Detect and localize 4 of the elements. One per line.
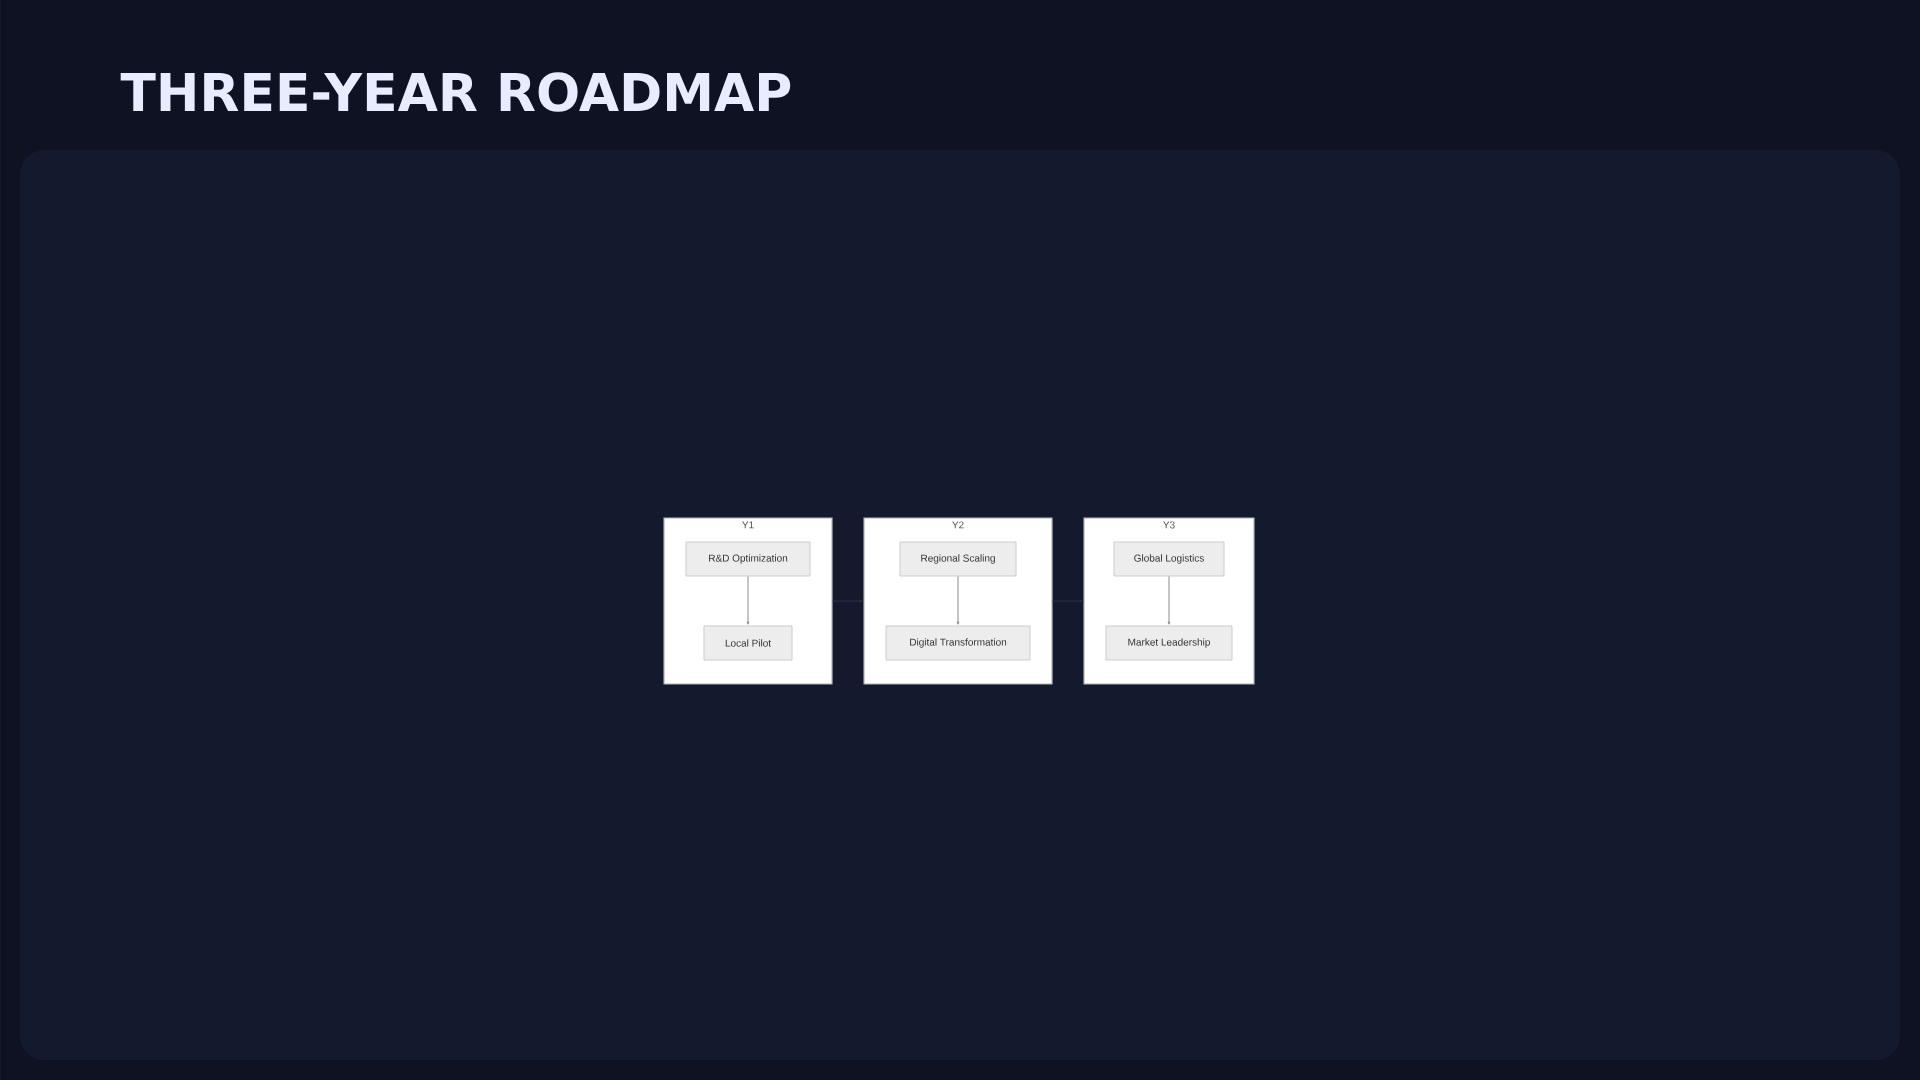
arrow [956, 576, 960, 625]
title: THREE-YEAR ROADMAP [120, 72, 791, 112]
arrow [746, 576, 750, 625]
arrow [1167, 576, 1171, 625]
